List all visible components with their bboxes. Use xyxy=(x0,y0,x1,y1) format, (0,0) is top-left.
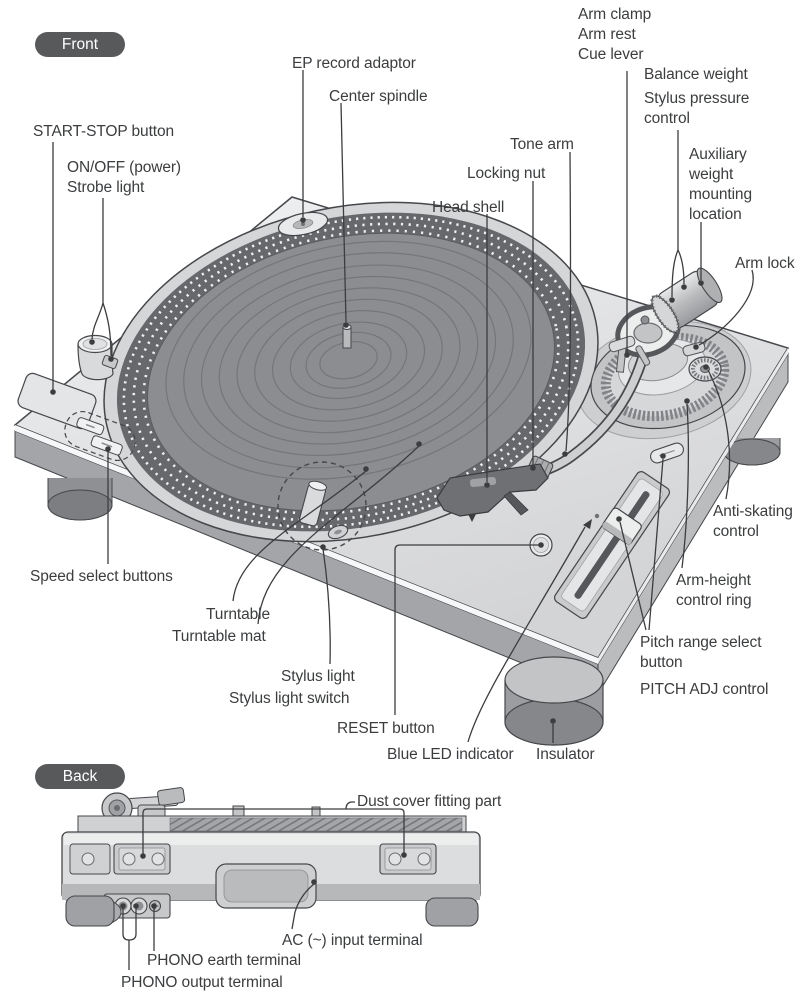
finger-lift xyxy=(503,491,529,516)
label-auxiliary-weight: Auxiliary weight mounting location xyxy=(689,146,752,223)
pitch-led-pin xyxy=(594,513,600,519)
pitch-knob xyxy=(602,507,642,545)
arm-rest-cluster xyxy=(608,335,651,373)
label-dust-cover-fitting: Dust cover fitting part xyxy=(357,793,502,810)
pitch-adj-slider xyxy=(553,471,671,619)
back-foot-left xyxy=(65,895,115,927)
label-arm-height-ring: Arm-height control ring xyxy=(676,572,752,609)
ac-inlet xyxy=(215,863,317,909)
foot-left xyxy=(47,478,113,521)
stylus-light-switch xyxy=(327,524,349,540)
label-insulator: Insulator xyxy=(536,746,595,763)
dust-cover-fitting-left xyxy=(113,843,171,875)
blue-led-arrowhead xyxy=(583,519,592,529)
label-turntable-mat: Turntable mat xyxy=(172,628,266,645)
label-phono-output-terminal: PHONO output terminal xyxy=(121,974,283,991)
power-knob xyxy=(77,334,119,381)
insulator-foot xyxy=(504,656,604,746)
center-spindle xyxy=(342,324,352,349)
stylus-light-dashed-outline xyxy=(277,461,367,551)
label-center-spindle: Center spindle xyxy=(329,88,428,105)
label-balance-weight: Balance weight xyxy=(644,66,748,83)
label-pitch-range-select: Pitch range select button xyxy=(640,634,762,671)
plinth-bevel-right xyxy=(598,348,788,664)
foot-right xyxy=(723,438,781,466)
speed-select-buttons xyxy=(64,410,136,462)
head-shell xyxy=(436,463,549,522)
front-badge: Front xyxy=(35,32,125,57)
left-plate xyxy=(69,843,111,875)
label-turntable: Turntable xyxy=(206,606,271,623)
dust-cover-fitting-right xyxy=(379,843,437,875)
label-speed-select-buttons: Speed select buttons xyxy=(30,568,173,585)
label-stylus-light: Stylus light xyxy=(281,668,355,685)
label-on-off-strobe: ON/OFF (power) Strobe light xyxy=(67,159,181,196)
ep-record-adaptor xyxy=(277,211,329,237)
front-illustration xyxy=(13,196,790,746)
arm-lock-lever xyxy=(682,341,706,357)
platter xyxy=(103,201,599,543)
back-body-highlight xyxy=(64,834,478,845)
label-anti-skating: Anti-skating control xyxy=(713,503,793,540)
back-foot-right xyxy=(425,897,479,927)
label-start-stop-button: START-STOP button xyxy=(33,123,175,140)
label-reset-button: RESET button xyxy=(337,720,435,737)
leader-lines xyxy=(50,70,754,970)
label-pitch-adj-control: PITCH ADJ control xyxy=(640,681,769,698)
label-stylus-pressure: Stylus pressure control xyxy=(644,90,750,127)
label-locking-nut: Locking nut xyxy=(467,165,546,182)
label-head-shell: Head shell xyxy=(432,199,505,216)
platter-edge-rear xyxy=(169,817,463,832)
auxiliary-weight-mount xyxy=(696,267,723,304)
balance-weight xyxy=(650,267,723,334)
label-arm-lock: Arm lock xyxy=(735,255,795,272)
label-arm-clamp-rest-cue: Arm clamp Arm rest Cue lever xyxy=(578,6,652,63)
label-ac-input-terminal: AC (~) input terminal xyxy=(282,932,423,949)
mat-grooves xyxy=(165,240,532,480)
label-blue-led-indicator: Blue LED indicator xyxy=(387,746,514,763)
label-phono-earth-terminal: PHONO earth terminal xyxy=(147,952,301,969)
back-badge: Back xyxy=(35,764,125,789)
stylus-tip xyxy=(468,514,476,522)
cue-lever xyxy=(635,345,651,366)
label-ep-record-adaptor: EP record adaptor xyxy=(292,55,416,72)
label-stylus-light-switch: Stylus light switch xyxy=(229,690,350,707)
label-tone-arm: Tone arm xyxy=(510,136,574,153)
